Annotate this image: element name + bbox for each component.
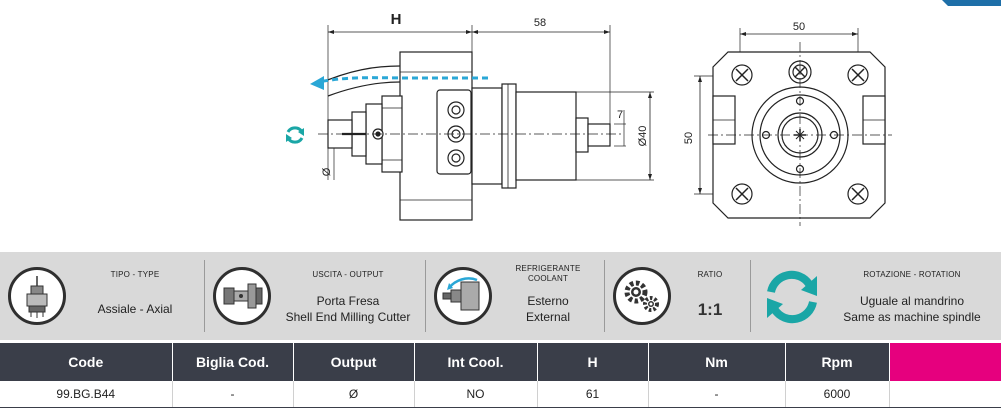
spec-output-caption: USCITA - OUTPUT	[312, 270, 384, 279]
spec-ratio: RATIO 1:1	[605, 252, 750, 340]
spec-coolant-value-1: Esterno	[527, 294, 569, 308]
cell-h: 61	[537, 381, 649, 408]
coolant-hose	[317, 65, 401, 97]
product-table: Code Biglia Cod. Output Int Cool. H Nm R…	[0, 343, 1001, 408]
divider	[750, 260, 751, 332]
spec-type-caption: TIPO - TYPE	[110, 270, 160, 279]
spec-coolant-caption-1: REFRIGERANTE	[515, 264, 581, 273]
cell-code: 99.BG.B44	[0, 381, 173, 408]
cell-int-cool: NO	[414, 381, 538, 408]
col-header-biglia: Biglia Cod.	[172, 343, 294, 381]
dim-50-side-label: 50	[683, 132, 695, 144]
cell-output: Ø	[293, 381, 415, 408]
rotation-arrows-icon	[767, 270, 817, 324]
cell-accent	[889, 381, 1001, 408]
corner-tab	[942, 0, 1001, 6]
spec-type: TIPO - TYPE Assiale - Axial	[0, 252, 204, 340]
divider	[425, 260, 426, 332]
col-header-int-cool: Int Cool.	[414, 343, 538, 381]
spec-ratio-caption: RATIO	[697, 270, 723, 279]
col-header-output: Output	[293, 343, 415, 381]
dim-h-label: H	[391, 11, 402, 28]
axial-type-icon	[8, 267, 66, 325]
dim-phi-label: Ø	[321, 167, 333, 176]
spec-output: USCITA - OUTPUT Porta Fresa Shell End Mi…	[205, 252, 425, 340]
dim-40-label: Ø40	[637, 126, 649, 147]
col-header-accent	[889, 343, 1001, 381]
cell-biglia: -	[172, 381, 294, 408]
cell-nm: -	[648, 381, 786, 408]
col-header-nm: Nm	[648, 343, 786, 381]
divider	[604, 260, 605, 332]
divider	[204, 260, 205, 332]
spec-band: TIPO - TYPE Assiale - Axial USCITA - OUT…	[0, 252, 1001, 340]
dim-7-label: 7	[617, 109, 623, 121]
coolant-flow-arrow	[310, 76, 488, 90]
table-header-row: Code Biglia Cod. Output Int Cool. H Nm R…	[0, 343, 1001, 381]
external-coolant-icon	[434, 267, 492, 325]
technical-drawing: H 58 7 Ø40 Ø	[286, 0, 1001, 226]
spec-rotation: ROTAZIONE - ROTATION Uguale al mandrino …	[751, 252, 1001, 340]
front-view	[694, 28, 892, 226]
spec-rotation-value-1: Uguale al mandrino	[859, 294, 965, 308]
col-header-code: Code	[0, 343, 173, 381]
spec-coolant-value-2: External	[525, 310, 571, 324]
col-header-rpm: Rpm	[785, 343, 890, 381]
rotation-icon	[286, 126, 304, 144]
side-view	[318, 25, 654, 221]
spec-coolant-caption-2: COOLANT	[527, 274, 569, 283]
spec-ratio-value: 1:1	[697, 300, 723, 319]
spec-output-value-1: Porta Fresa	[316, 294, 380, 308]
shell-mill-output-icon	[213, 267, 271, 325]
spec-type-value: Assiale - Axial	[97, 302, 173, 316]
cell-rpm: 6000	[785, 381, 890, 408]
spec-output-value-2: Shell End Milling Cutter	[285, 310, 411, 324]
spec-rotation-caption: ROTAZIONE - ROTATION	[863, 270, 961, 279]
table-row: 99.BG.B44 - Ø NO 61 - 6000	[0, 381, 1001, 408]
spec-coolant: REFRIGERANTE COOLANT Esterno External	[426, 252, 604, 340]
dim-50-top-label: 50	[793, 21, 805, 33]
spec-rotation-value-2: Same as machine spindle	[843, 310, 981, 324]
dim-58-label: 58	[534, 17, 546, 29]
col-header-h: H	[537, 343, 649, 381]
gears-icon	[613, 267, 671, 325]
